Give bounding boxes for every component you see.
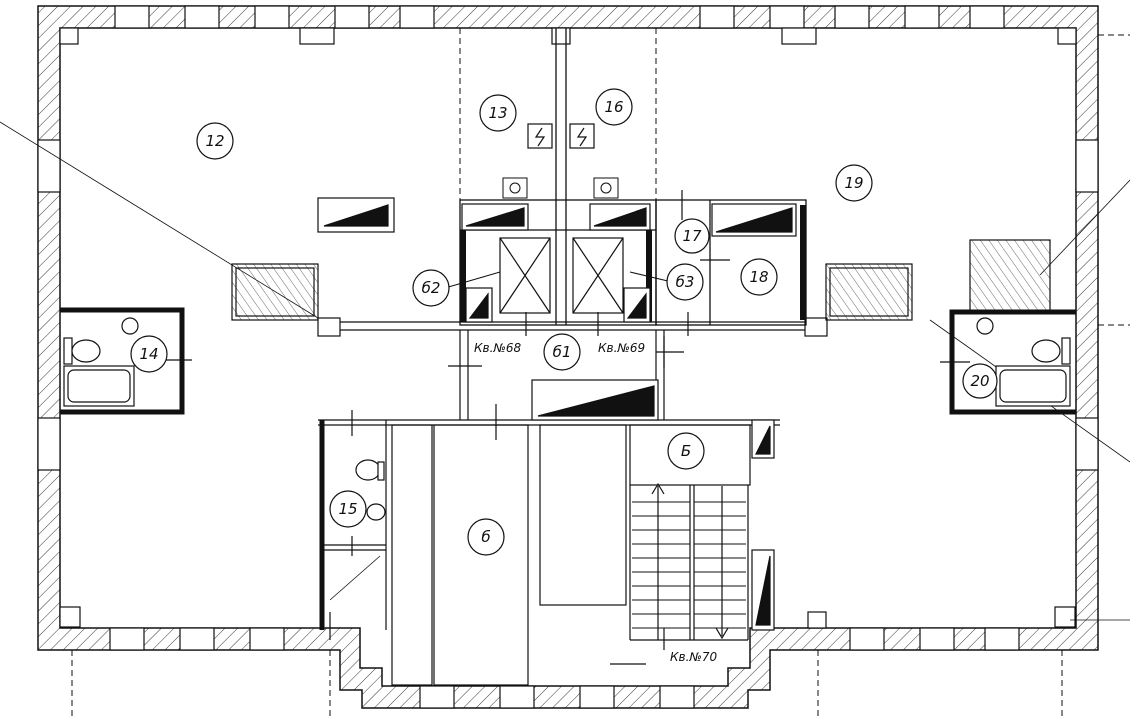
room-13-label: 13 [488,104,507,122]
room-b3-circle [666,263,704,301]
apartment-label-69: Кв.№69 [598,341,645,355]
room-b1-circle [543,333,581,371]
elevator-right [572,237,624,314]
room-15-label: 15 [338,500,357,518]
dashed-partitions [71,28,1130,720]
stair-arrows [651,482,729,640]
door-marks [160,190,970,665]
room-12-label: 12 [205,132,224,150]
bathroom-right [949,309,1076,415]
room-13-circle [479,94,517,132]
radiators [317,197,797,631]
electrical-panels [527,123,595,149]
wc-room [319,420,387,630]
room-20-label: 20 [970,372,989,390]
room-16-label: 16 [604,98,623,116]
leader-lines [444,271,673,289]
room-20-circle [962,363,998,399]
stairwell [391,424,751,686]
room-14-label: 14 [139,345,158,363]
room-15-circle [329,490,367,528]
room-17-label: 17 [682,227,702,245]
room-14-circle [130,335,168,373]
apartment-label-70: Кв.№70 [670,650,718,664]
room-b2-circle [412,269,450,307]
windows [37,5,1099,709]
room-B-circle [667,432,705,470]
room-b3-label: б3 [676,273,695,291]
room-19-circle [835,164,873,202]
room-b-circle [467,518,505,556]
apartment-label-68: Кв.№68 [474,341,522,355]
sinks [502,177,619,199]
elevator-left [499,237,551,314]
room-18-circle [740,258,778,296]
stair-steps [632,501,746,629]
room-B-label: Б [681,442,691,460]
room-18-label: 18 [749,268,768,286]
room-tags: 12 13 16 19 17 18 б2 б3 14 20 б1 15 б Б [130,88,998,556]
bathroom-left [60,307,185,415]
room-b1-label: б1 [553,343,572,361]
reference-lines [0,121,1130,621]
room-b2-label: б2 [422,279,441,297]
core-wall-mid [800,205,806,320]
room-19-label: 19 [844,174,863,192]
room-12-circle [196,122,234,160]
columns [59,27,1077,629]
room-17-circle [674,218,710,254]
room-b-label: б [481,528,490,546]
room-16-circle [595,88,633,126]
core-wall-right [646,230,652,322]
core-wall-left [460,230,466,322]
vent-shafts [231,239,1051,321]
